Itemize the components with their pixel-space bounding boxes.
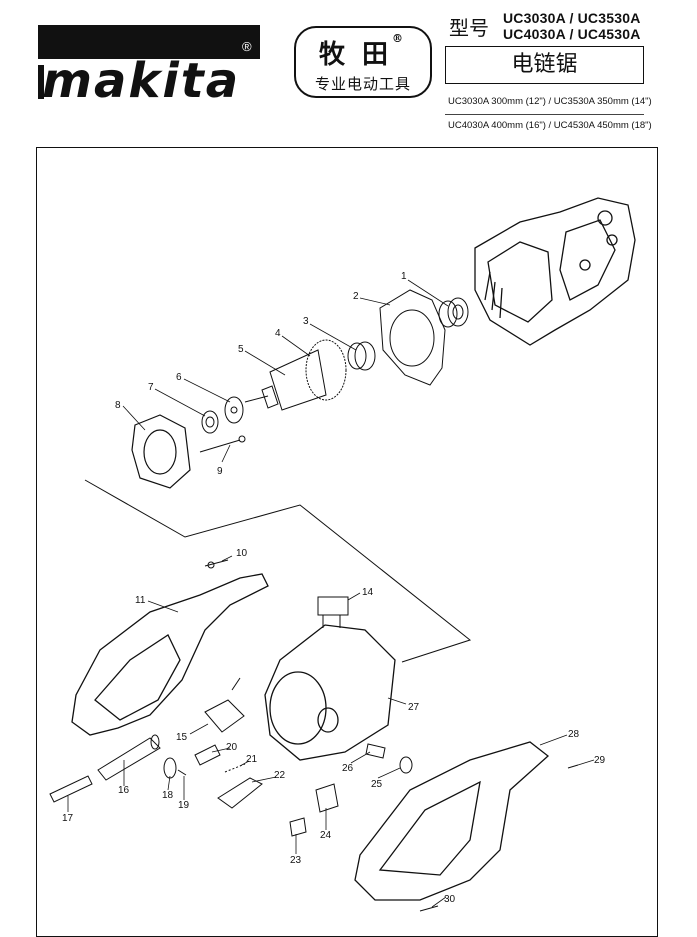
motor-housing: [474, 197, 636, 346]
part-10-screw-head: [207, 561, 215, 569]
part-25-brush-cap: [399, 756, 413, 774]
part-9-screw: [199, 435, 246, 453]
product-name: 电链锯: [445, 46, 644, 84]
part-11-handle-housing: [71, 573, 269, 736]
part-label: 20: [226, 742, 238, 753]
part-label: 21: [246, 754, 258, 765]
part-3-bearing: [347, 341, 376, 371]
part-label: 19: [178, 800, 190, 811]
part-17-tube: [49, 775, 93, 803]
part-label: 23: [290, 855, 302, 866]
svg-text:®: ®: [242, 39, 252, 54]
brand-badge: 牧 田® 专业电动工具: [294, 26, 432, 98]
part-label: 2: [353, 291, 359, 302]
part-label: 7: [148, 382, 154, 393]
part-14-switch: [317, 596, 349, 628]
part-label: 15: [176, 732, 188, 743]
makita-logo: makita ®: [38, 25, 260, 103]
part-10-screw: [204, 559, 229, 567]
part-label: 11: [135, 595, 146, 606]
part-6-insulation-washer: [224, 396, 244, 424]
part-label: 30: [444, 894, 456, 905]
part-label: 4: [275, 328, 281, 339]
part-27-gear-housing: [264, 624, 396, 761]
leader-lines: [67, 279, 595, 908]
part-30-screw: [419, 905, 439, 912]
part-22-switch-trigger: [217, 777, 263, 809]
part-label: 18: [162, 790, 174, 801]
model-label: 型号: [449, 16, 489, 40]
part-1-bearing: [438, 297, 469, 328]
brand-subtitle: 专业电动工具: [314, 75, 411, 93]
part-7-bearing: [201, 410, 219, 434]
assembly-guide-line: [84, 479, 472, 663]
part-label: 16: [118, 785, 130, 796]
part-label: 9: [217, 466, 223, 477]
part-23-carbon-brush: [289, 817, 307, 837]
part-label: 17: [62, 813, 74, 824]
spec-line-2: UC4030A 400mm (16") / UC4530A 450mm (18"…: [448, 120, 652, 131]
part-15-noise-filter: [204, 677, 245, 733]
part-19-screw: [177, 769, 187, 776]
part-label: 14: [362, 587, 374, 598]
part-20-lock-button: [194, 744, 221, 766]
part-label: 26: [342, 763, 354, 774]
part-29-screw: [567, 764, 579, 769]
part-label: 6: [176, 372, 182, 383]
brand-name: 牧 田: [318, 40, 393, 70]
registered-mark: ®: [392, 32, 408, 45]
part-28-handle-cover: [354, 741, 550, 901]
part-8-field-stator: [131, 414, 191, 489]
part-label: 8: [115, 400, 121, 411]
part-26-brush-holder: [365, 743, 386, 759]
spec-line-1: UC3030A 300mm (12") / UC3530A 350mm (14"…: [448, 96, 652, 107]
part-label: 1: [401, 271, 407, 282]
part-label: 28: [568, 729, 580, 740]
part-label: 27: [408, 702, 420, 713]
models-line-1: UC3030A / UC3530A: [503, 10, 641, 26]
part-label: 22: [274, 770, 286, 781]
part-16-tube: [97, 734, 161, 781]
part-label: 3: [303, 316, 309, 327]
part-label: 25: [371, 779, 383, 790]
spec-divider: [445, 114, 644, 115]
part-label: 29: [594, 755, 606, 766]
part-label: 10: [236, 548, 248, 559]
svg-text:makita: makita: [42, 53, 240, 103]
part-24-brush-holder: [315, 783, 339, 813]
part-label: 5: [238, 344, 244, 355]
models-line-2: UC4030A / UC4530A: [503, 26, 641, 42]
part-5-armature: [244, 339, 347, 411]
part-18-cap: [163, 757, 177, 779]
part-label: 24: [320, 830, 332, 841]
part-2-baffle-plate: [379, 289, 446, 386]
